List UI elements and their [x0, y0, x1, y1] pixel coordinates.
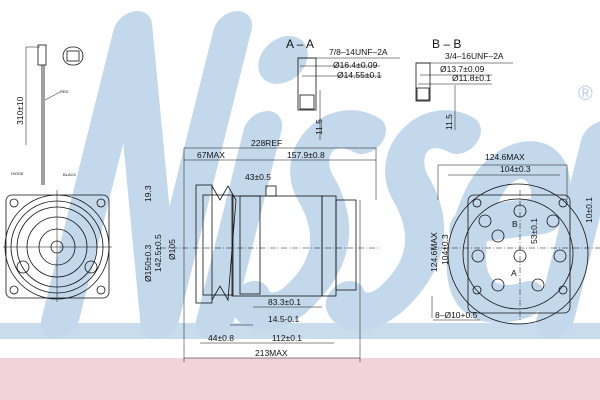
section-bb-thread: 3/4–16UNF–2A — [445, 51, 504, 61]
section-bb-title: B – B — [432, 37, 461, 51]
section-bb-drawing — [415, 62, 513, 130]
section-bb-depth: 11.5 — [444, 114, 454, 130]
diameter-150-label: Ø150±0.3 — [143, 244, 153, 282]
pulley-width-label: 19.3 — [143, 185, 153, 202]
port-offset-label: 43±0.5 — [245, 172, 271, 182]
length-44-label: 44±0.8 — [208, 333, 234, 343]
length-83-label: 83.3±0.1 — [268, 297, 301, 307]
clutch-max-label: 67MAX — [197, 150, 225, 160]
overall-max-label: 213MAX — [255, 348, 288, 358]
registered-mark: ® — [578, 83, 593, 105]
body-length-label: 157.9±0.8 — [287, 150, 325, 160]
wire-color-label: RED — [60, 89, 69, 94]
edge-offset-label: 10±0.1 — [584, 197, 594, 223]
rear-width-max-label: 124.6MAX — [485, 152, 525, 162]
length-112-label: 112±0.1 — [272, 333, 302, 343]
rear-height-max-label: 124.6MAX — [429, 232, 439, 272]
section-aa-drawing — [297, 57, 400, 140]
diode-label: DIODE — [11, 171, 24, 176]
side-view-drawing — [160, 147, 380, 362]
section-aa-d1: Ø16.4±0.09 — [333, 60, 378, 70]
section-aa-title: A – A — [286, 37, 314, 51]
length-14-label: 14.5-0.1 — [268, 314, 299, 324]
rear-view-drawing — [430, 164, 600, 325]
diameter-105-label: Ø105 — [167, 239, 177, 260]
section-aa-thread: 7/8–14UNF–2A — [329, 47, 388, 57]
port-offset-53-label: 53±0.1 — [529, 218, 539, 244]
rear-bolt-height-label: 104±0.3 — [440, 234, 450, 265]
section-bb-d1: Ø13.7±0.09 — [440, 64, 485, 74]
section-bb-d2: Ø11.8±0.1 — [452, 73, 491, 83]
front-view — [3, 190, 112, 302]
mount-holes-label: 8–Ø10+0.5 — [435, 310, 478, 320]
black-label: BLACK — [63, 172, 76, 177]
section-aa-d2: Ø14.55±0.1 — [337, 70, 382, 80]
pink-band — [0, 358, 600, 400]
overall-ref-label: 228REF — [251, 138, 282, 148]
port-a-label: A — [511, 268, 517, 278]
wire-length-label: 310±10 — [15, 96, 25, 125]
port-b-label: B — [512, 219, 518, 229]
diameter-142-label: 142.5±0.5 — [153, 234, 163, 272]
rear-bolt-width-label: 104±0.3 — [500, 164, 531, 174]
section-aa-depth: 11.5 — [314, 119, 324, 135]
wire-harness — [25, 44, 84, 185]
